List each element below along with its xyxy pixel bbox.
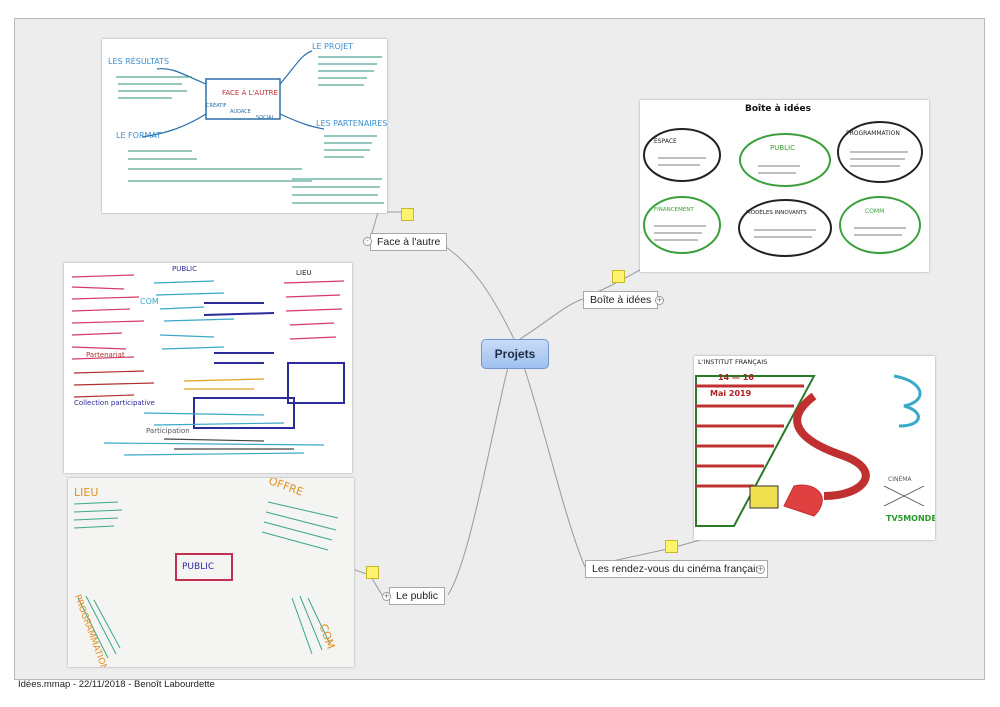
image-boite-a-idees[interactable]: Boîte à idées ESPACE PUBLIC PROGRAMMATIO… bbox=[640, 100, 929, 272]
face-center-label: FACE À L'AUTRE bbox=[222, 89, 278, 97]
note-icon-boite[interactable] bbox=[612, 270, 625, 283]
image-brainstorm[interactable]: PUBLIC COM LIEU Partenariat Participatio… bbox=[64, 263, 352, 473]
topic-face-a-l-autre[interactable]: Face à l'autre bbox=[370, 233, 448, 251]
brainstorm-partenariat: Partenariat bbox=[86, 351, 125, 359]
brainstorm-lieu: LIEU bbox=[296, 269, 312, 277]
boite-cloud-financement: FINANCEMENT bbox=[654, 207, 694, 213]
expand-toggle-icon[interactable]: + bbox=[756, 565, 765, 574]
brainstorm-participation: Participation bbox=[146, 427, 190, 435]
topic-label: Le public bbox=[396, 590, 439, 602]
image-le-public[interactable]: PUBLIC LIEU OFFRE PROGRAMMATION COM bbox=[68, 478, 354, 667]
brainstorm-collection: Collection participative bbox=[74, 399, 155, 407]
topic-boite-a-idees[interactable]: Boîte à idées bbox=[583, 291, 659, 309]
image-rendez-vous[interactable]: L'INSTITUT FRANÇAIS 14 — 16 Mai 2019 CIN… bbox=[694, 356, 935, 540]
image-face-a-l-autre[interactable]: FACE À L'AUTRE CRÉATIF AUDACE SOCIAL LES… bbox=[102, 39, 387, 213]
face-word-3: SOCIAL bbox=[256, 115, 275, 121]
note-icon-public[interactable] bbox=[366, 566, 379, 579]
brainstorm-public: PUBLIC bbox=[172, 265, 197, 273]
face-label-resultats: LES RÉSULTATS bbox=[108, 57, 170, 66]
collapse-toggle-icon[interactable]: - bbox=[363, 237, 372, 246]
topic-rendez-vous-cinema[interactable]: Les rendez-vous du cinéma français bbox=[585, 560, 768, 578]
central-topic[interactable]: Projets bbox=[481, 339, 549, 369]
document-footer: Idées.mmap - 22/11/2018 - Benoît Labourd… bbox=[18, 679, 215, 690]
rdv-sketch bbox=[695, 374, 925, 527]
rdv-tag: CINÉMA bbox=[888, 476, 912, 483]
face-word-1: CRÉATIF bbox=[206, 103, 227, 109]
boite-cloud-espace: ESPACE bbox=[654, 138, 677, 145]
boite-cloud-modeles: MODÈLES INNOVANTS bbox=[746, 210, 807, 216]
public-center: PUBLIC bbox=[182, 562, 215, 572]
boite-title: Boîte à idées bbox=[745, 104, 811, 114]
expand-toggle-icon[interactable]: + bbox=[655, 296, 664, 305]
boite-cloud-programmation: PROGRAMMATION bbox=[846, 130, 900, 137]
rdv-header: L'INSTITUT FRANÇAIS bbox=[698, 358, 768, 366]
face-label-format: LE FORMAT bbox=[116, 131, 162, 140]
expand-toggle-icon[interactable]: + bbox=[382, 592, 391, 601]
topic-label: Les rendez-vous du cinéma français bbox=[592, 563, 761, 575]
boite-sketch bbox=[643, 121, 923, 257]
topic-label: Face à l'autre bbox=[377, 236, 441, 248]
rdv-logo: TV5MONDE bbox=[886, 514, 935, 523]
rdv-date-month: Mai 2019 bbox=[710, 389, 752, 398]
public-lieu: LIEU bbox=[74, 486, 99, 499]
face-word-2: AUDACE bbox=[230, 109, 251, 115]
rdv-date-days: 14 — 16 bbox=[718, 373, 754, 382]
topic-label: Boîte à idées bbox=[590, 294, 652, 306]
brainstorm-com: COM bbox=[140, 297, 159, 306]
note-icon-rdv[interactable] bbox=[665, 540, 678, 553]
face-label-projet: LE PROJET bbox=[312, 42, 354, 51]
public-sketch bbox=[73, 501, 339, 659]
boite-cloud-comm: COMM bbox=[865, 208, 885, 215]
note-icon-face[interactable] bbox=[401, 208, 414, 221]
face-sketch bbox=[116, 50, 384, 204]
boite-cloud-public: PUBLIC bbox=[770, 144, 795, 152]
topic-le-public[interactable]: Le public bbox=[389, 587, 446, 605]
brainstorm-sketch bbox=[71, 274, 345, 456]
face-label-partenaires: LES PARTENAIRES bbox=[316, 119, 387, 128]
